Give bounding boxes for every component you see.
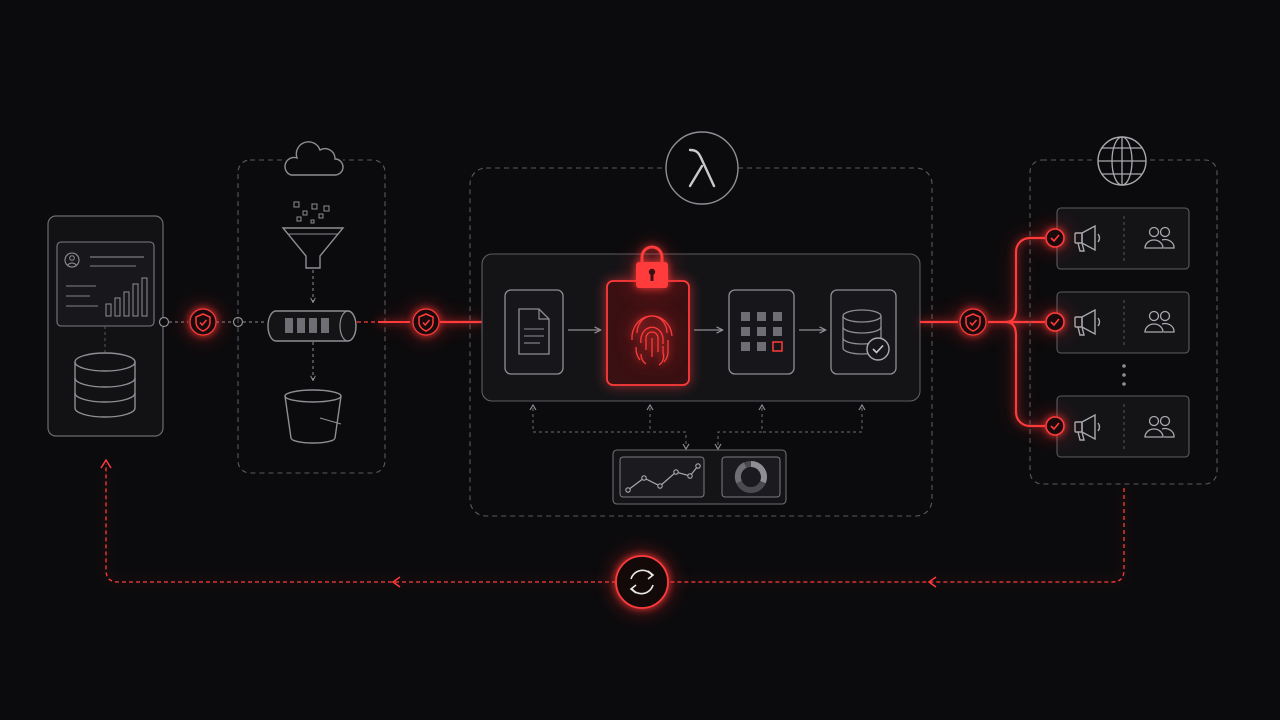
check-icon: [1045, 416, 1065, 436]
grid-matrix-icon: [728, 289, 795, 375]
connector-source-ingestion: [158, 316, 266, 328]
globe-icon: [1096, 135, 1148, 187]
shield-check-icon: [412, 308, 440, 336]
delivery-panel[interactable]: [1029, 135, 1218, 485]
monitoring-arrowheads: [529, 403, 866, 451]
ingestion-panel[interactable]: [237, 141, 386, 474]
cloud-icon: [283, 141, 344, 178]
fingerprint-icon: [631, 315, 673, 366]
audience-row[interactable]: [1056, 291, 1190, 354]
processing-panel[interactable]: [469, 131, 933, 517]
audience-row[interactable]: [1056, 395, 1190, 458]
users-icon: [1144, 310, 1175, 333]
sync-icon[interactable]: [615, 555, 669, 609]
dashboard-icon: [56, 241, 155, 327]
check-icon: [1045, 312, 1065, 332]
secure-auth-card[interactable]: [606, 245, 690, 386]
audience-row[interactable]: [1056, 207, 1190, 270]
document-icon: [504, 289, 564, 375]
connector-processing-delivery: [920, 236, 1045, 428]
megaphone-icon: [1074, 308, 1101, 336]
users-icon: [1144, 415, 1175, 438]
stream-buffer-icon: [267, 310, 357, 342]
database-icon: [74, 352, 136, 418]
users-icon: [1144, 226, 1175, 249]
line-chart-icon: [619, 456, 705, 498]
filter-funnel-icon: [281, 227, 345, 269]
storage-bucket-icon: [284, 389, 342, 444]
monitoring-panel[interactable]: [612, 449, 787, 505]
source-panel[interactable]: [47, 215, 164, 437]
donut-chart-icon: [721, 456, 781, 498]
more-rows-ellipsis-icon: [1122, 364, 1126, 386]
shield-check-icon: [189, 308, 217, 336]
check-icon: [1045, 228, 1065, 248]
monitoring-connectors: [532, 408, 863, 446]
lock-icon: [636, 245, 668, 288]
megaphone-icon: [1074, 413, 1101, 441]
data-particles-icon: [293, 201, 330, 224]
shield-check-icon: [959, 308, 987, 336]
megaphone-icon: [1074, 224, 1101, 252]
feedback-loop: [100, 458, 1125, 588]
database-check-icon: [830, 289, 897, 375]
lambda-icon: [665, 131, 739, 205]
